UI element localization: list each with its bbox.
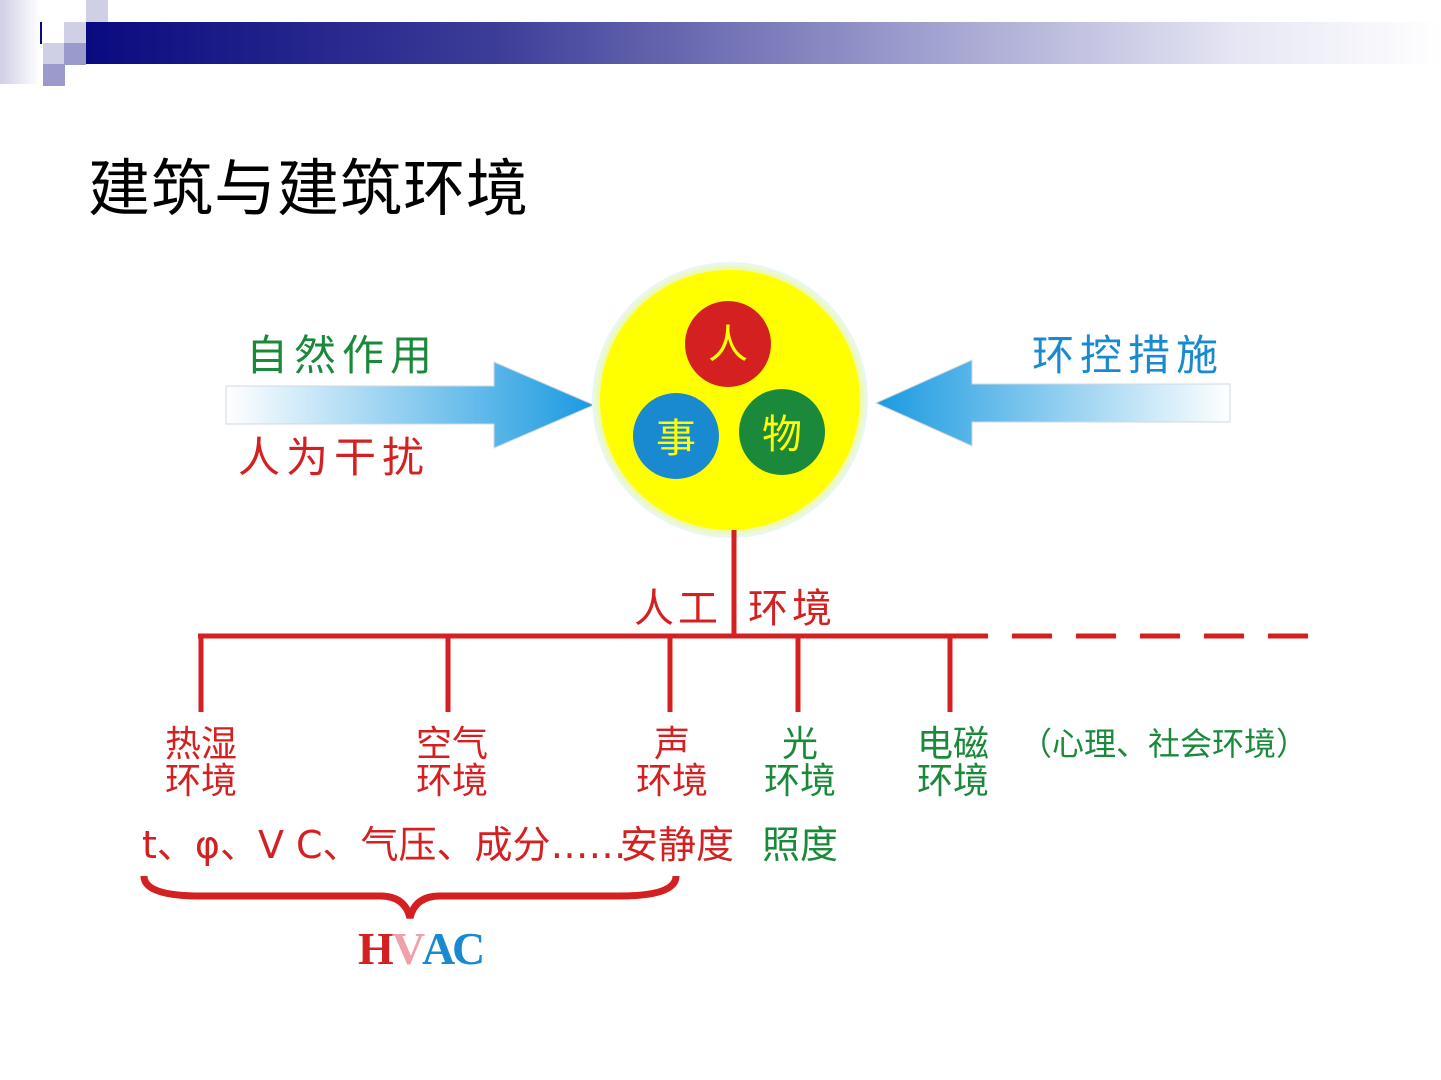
trunk-label-right: 环境 [748, 586, 836, 632]
deco-square [64, 43, 86, 65]
branch-air-line2: 环境 [416, 761, 488, 802]
header-bar [86, 22, 1441, 64]
object-circle [739, 389, 825, 475]
trunk-label-left: 人工 [634, 586, 722, 632]
right-arrow-label: 环控措施 [1032, 331, 1224, 380]
affair-circle [633, 393, 719, 479]
param-air: C、气压、成分…… [296, 823, 627, 867]
branch-em-line1: 电磁 [917, 724, 989, 765]
hvac-v: V [392, 923, 425, 974]
core-object: 物 [762, 412, 802, 458]
branch-em-line2: 环境 [917, 761, 989, 802]
left-arrow [225, 361, 596, 449]
deco-square [86, 0, 108, 22]
hvac-a: A [422, 923, 455, 974]
branch-light-line1: 光 [782, 724, 818, 765]
branch-sound-line2: 环境 [636, 761, 708, 802]
branch-light-line2: 环境 [764, 761, 836, 802]
hvac-c: C [452, 923, 485, 974]
slide-title: 建筑与建筑环境 [88, 152, 530, 225]
left-arrow-top-label: 自然作用 [246, 331, 438, 380]
branch-sound-line1: 声 [654, 724, 690, 765]
branch-thermal-line1: 热湿 [165, 724, 237, 765]
deco-square [43, 43, 65, 65]
hvac-brace [140, 875, 680, 919]
param-light: 照度 [762, 823, 838, 867]
left-arrow-bottom-label: 人为干扰 [238, 433, 430, 482]
param-sound: 安静度 [620, 823, 734, 867]
param-thermal: t、φ、V [142, 823, 284, 867]
deco-square [64, 22, 86, 44]
core-affair: 事 [656, 416, 696, 462]
core-person: 人 [708, 322, 748, 368]
right-arrow [874, 359, 1231, 447]
branch-thermal-line2: 环境 [165, 761, 237, 802]
person-circle [685, 301, 771, 387]
branch-air-line1: 空气 [416, 724, 488, 765]
hvac-h: H [358, 923, 394, 974]
deco-fade [0, 0, 40, 84]
extra-environments: （心理、社会环境） [1020, 725, 1308, 763]
deco-square [43, 64, 65, 86]
